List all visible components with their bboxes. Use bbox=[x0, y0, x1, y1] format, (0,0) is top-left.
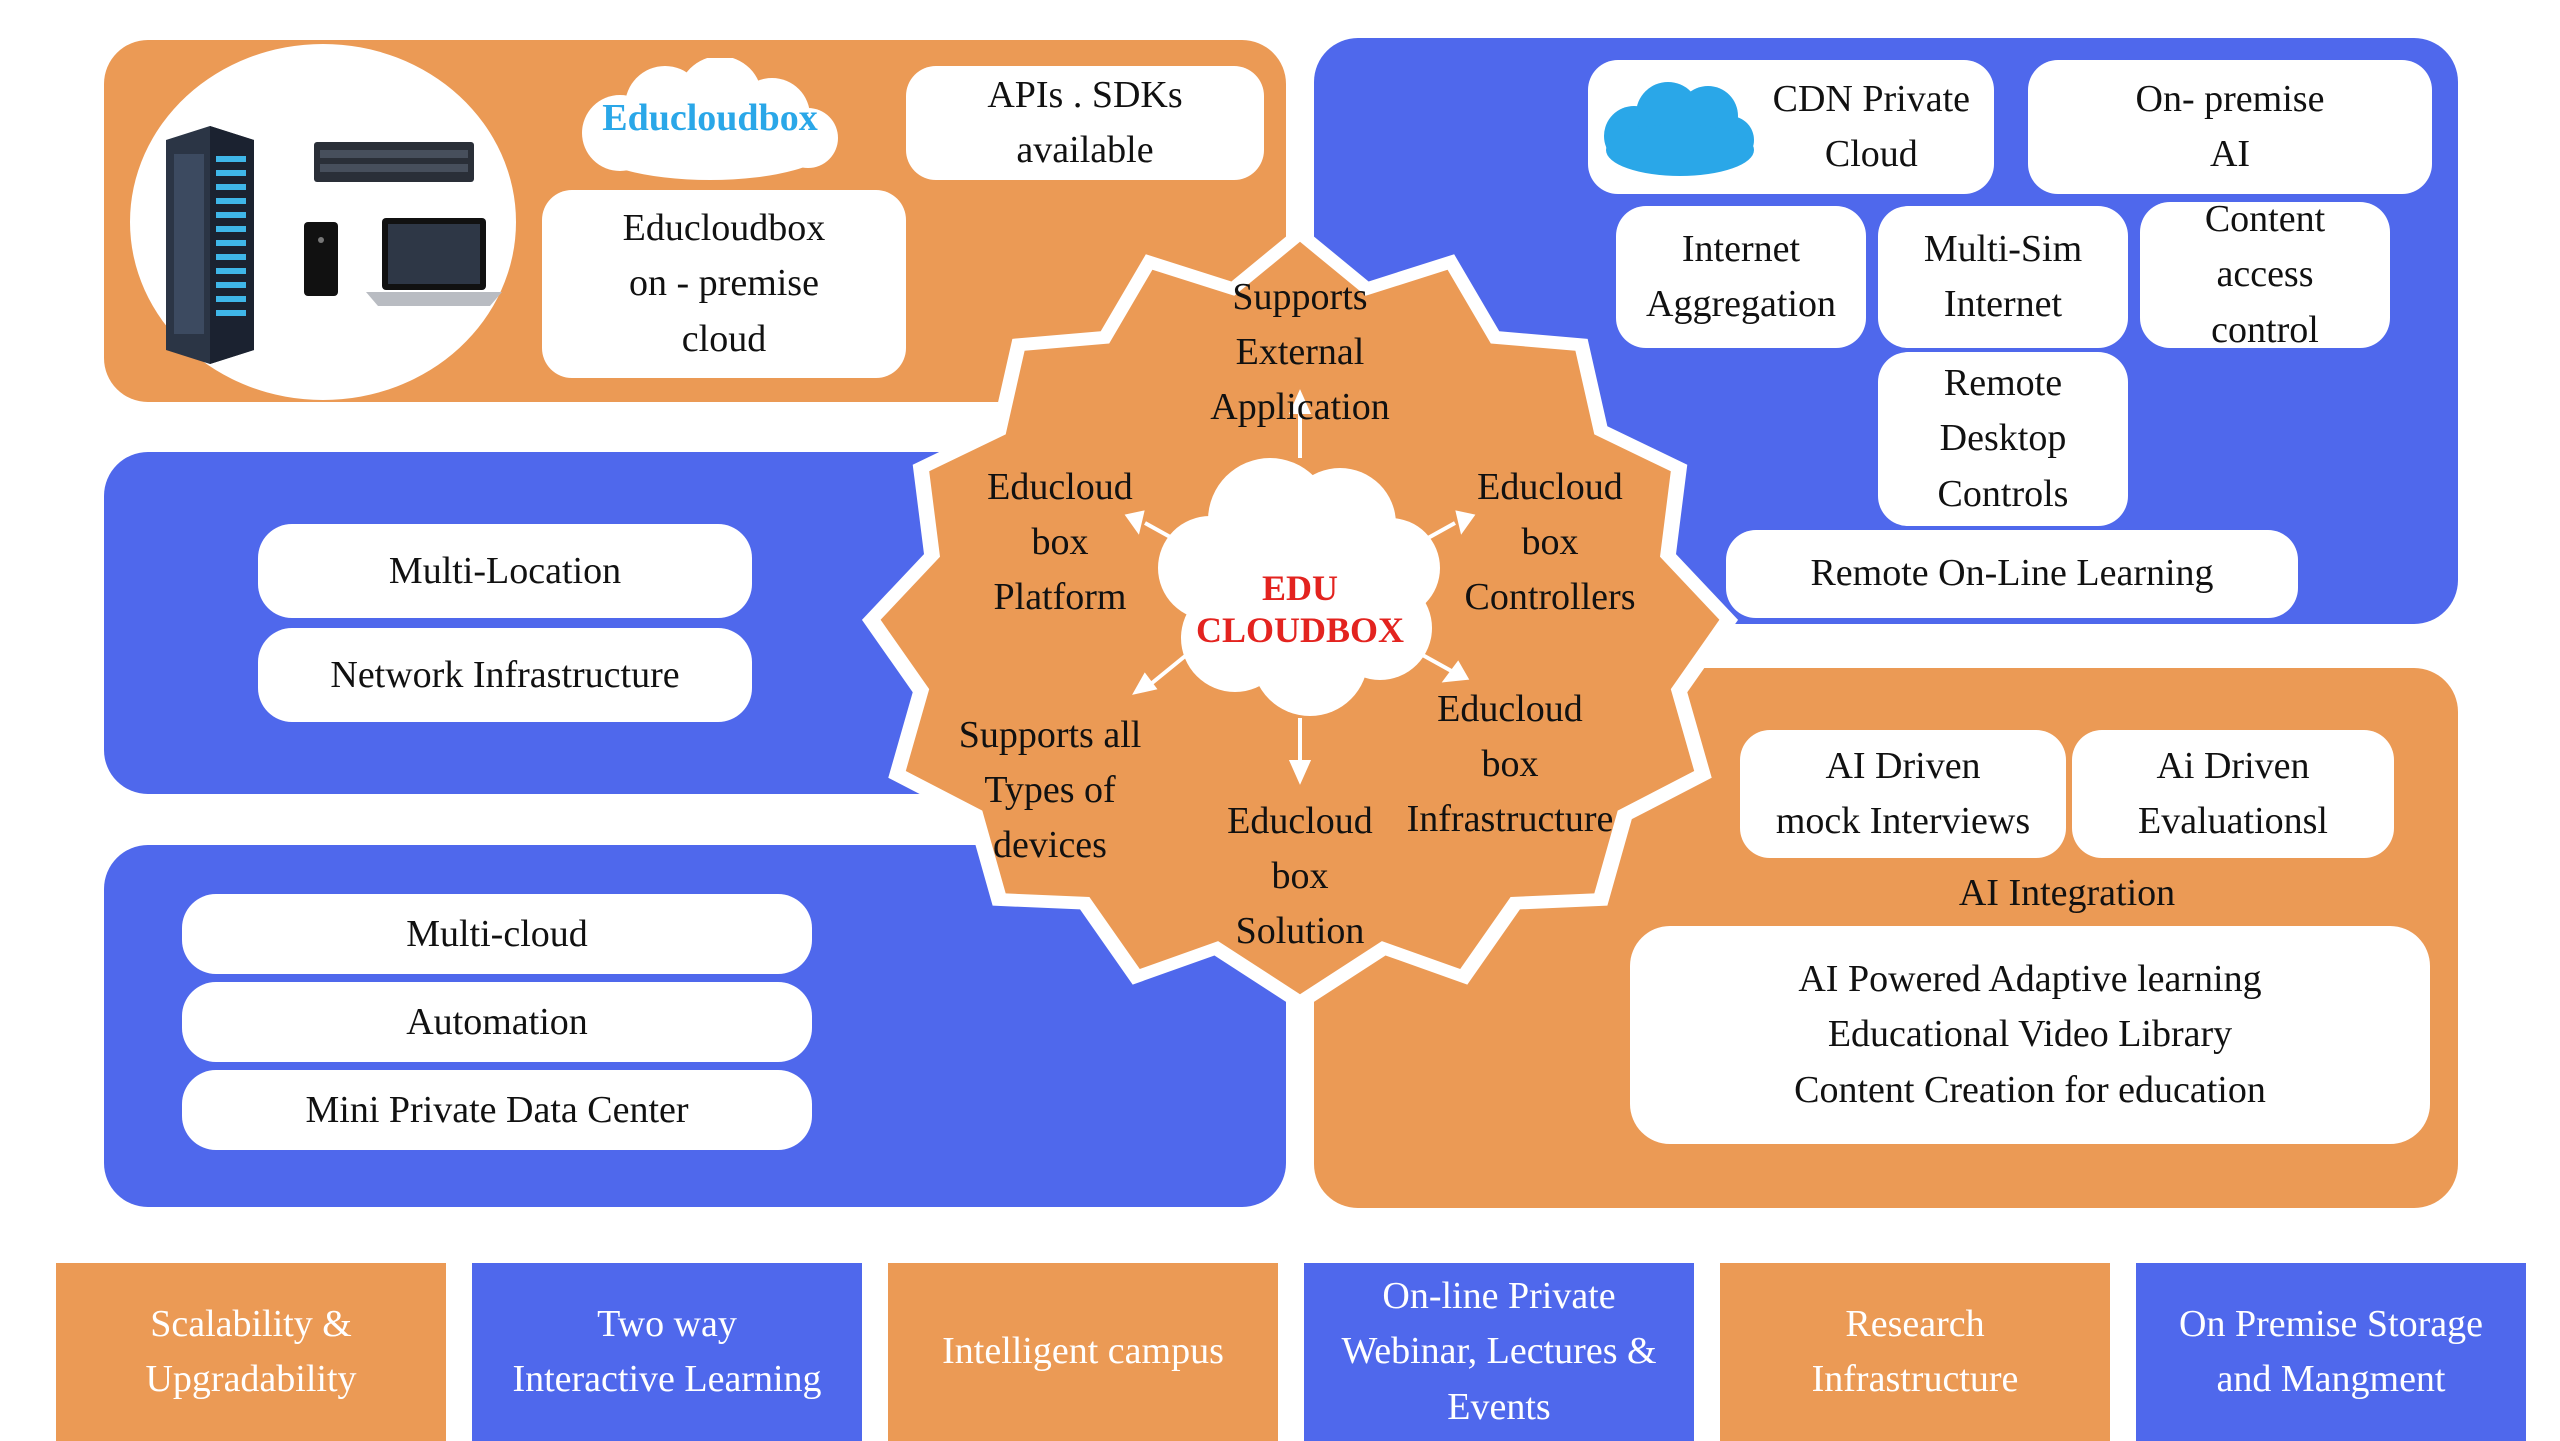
cloud-icon bbox=[1604, 82, 1754, 176]
petal-infrastructure: Educloud box Infrastructure bbox=[1406, 688, 1614, 841]
petal-supports-external: Supports External Application bbox=[1210, 276, 1390, 429]
on-premise-ai-box: On- premise AI bbox=[2028, 60, 2432, 194]
tile-intelligent-campus: Intelligent campus bbox=[888, 1263, 1278, 1441]
remote-desktop-controls-box: Remote Desktop Controls bbox=[1878, 352, 2128, 526]
apis-sdks-box: APIs . SDKs available bbox=[906, 66, 1264, 180]
brand-cloud-icon bbox=[582, 58, 838, 180]
ai-mock-interviews-box: AI Driven mock Interviews bbox=[1740, 730, 2066, 858]
connector-arrows bbox=[1124, 389, 1476, 785]
mini-pc-icon bbox=[304, 222, 338, 296]
content-access-control-box: Content access control bbox=[2140, 198, 2390, 351]
tile-interactive-learning: Two way Interactive Learning bbox=[472, 1263, 862, 1441]
multi-cloud-pill: Multi-cloud bbox=[182, 894, 812, 974]
center-cloud-icon bbox=[1158, 458, 1440, 716]
petal-controllers: Educloud box Controllers bbox=[1464, 466, 1636, 619]
ai-integration-label: AI Integration bbox=[1958, 872, 2176, 914]
tile-research-infrastructure: Research Infrastructure bbox=[1720, 1263, 2110, 1441]
server-tower-icon bbox=[166, 126, 254, 364]
mini-private-data-center-pill: Mini Private Data Center bbox=[182, 1070, 812, 1150]
petal-solution: Educloud box Solution bbox=[1227, 800, 1373, 953]
network-infrastructure-pill: Network Infrastructure bbox=[258, 628, 752, 722]
remote-online-learning-box: Remote On-Line Learning bbox=[1726, 530, 2298, 618]
ai-features-box: AI Powered Adaptive learning Educational… bbox=[1630, 926, 2430, 1144]
petal-supports-devices: Supports all Types of devices bbox=[958, 714, 1142, 867]
on-premise-cloud-box: Educloudbox on - premise cloud bbox=[542, 190, 906, 378]
tile-on-premise-storage: On Premise Storage and Mangment bbox=[2136, 1263, 2526, 1441]
hardware-circle bbox=[130, 44, 516, 400]
multi-sim-internet-box: Multi-Sim Internet bbox=[1878, 206, 2128, 348]
tile-scalability: Scalability & Upgradability bbox=[56, 1263, 446, 1441]
internet-aggregation-box: Internet Aggregation bbox=[1616, 206, 1866, 348]
tile-online-webinar: On-line Private Webinar, Lectures & Even… bbox=[1304, 1263, 1694, 1441]
multi-location-pill: Multi-Location bbox=[258, 524, 752, 618]
center-starburst: EDU CLOUDBOX bbox=[861, 228, 1739, 1008]
laptop-icon bbox=[366, 218, 502, 306]
cdn-label: CDN Private Cloud bbox=[1772, 77, 1970, 175]
center-title-line2: CLOUDBOX bbox=[1196, 610, 1404, 650]
rack-server-icon bbox=[314, 142, 474, 182]
cdn-private-cloud-box: CDN Private Cloud bbox=[1588, 60, 1994, 194]
ai-evaluations-box: Ai Driven Evaluationsl bbox=[2072, 730, 2394, 858]
petal-platform: Educloud box Platform bbox=[987, 466, 1133, 619]
brand-label: Educloudbox bbox=[602, 97, 818, 139]
center-title-line1: EDU bbox=[1262, 568, 1338, 608]
automation-pill: Automation bbox=[182, 982, 812, 1062]
hardware-illustration bbox=[166, 126, 502, 364]
